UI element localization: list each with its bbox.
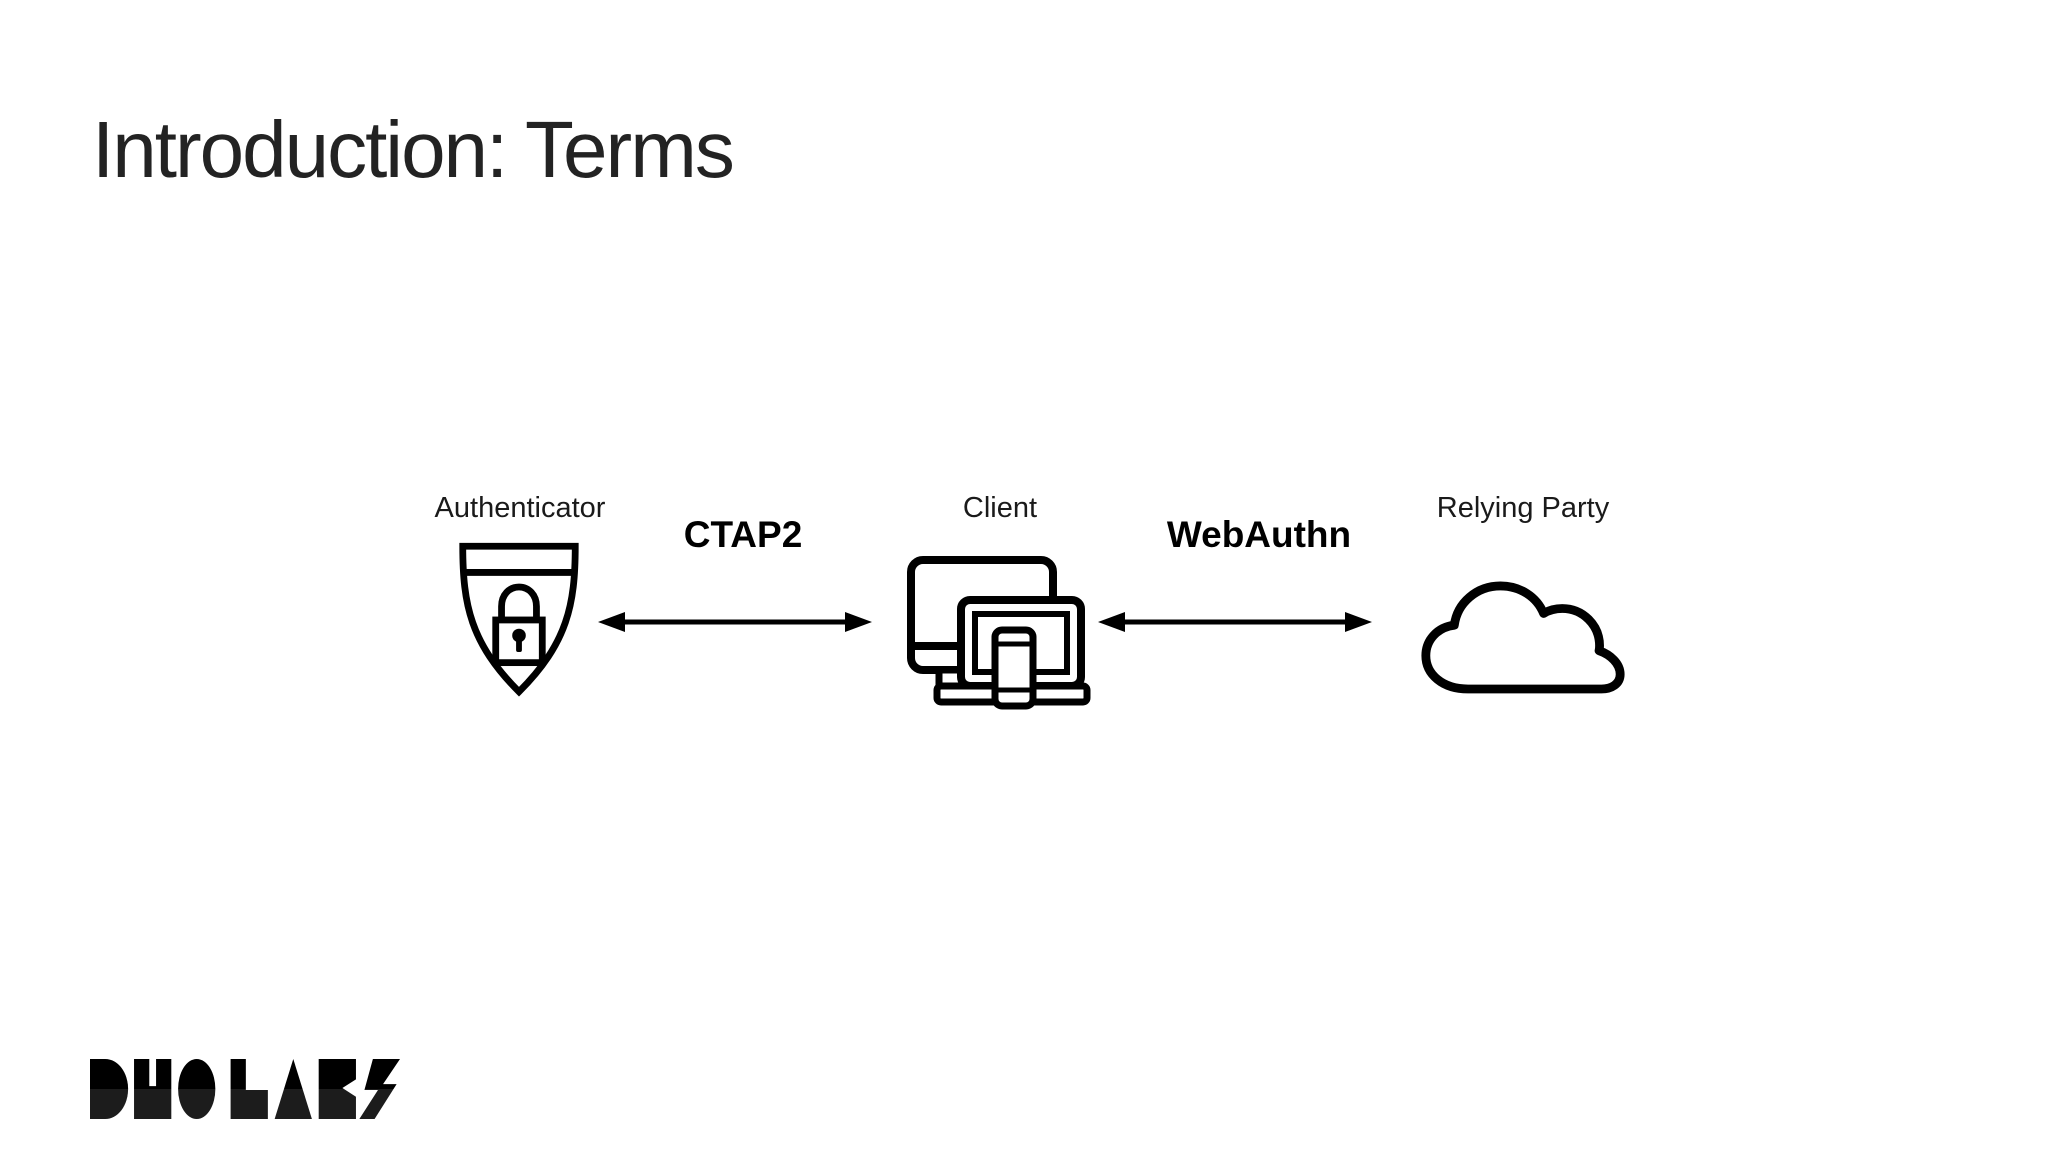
relying-party-label: Relying Party: [1436, 492, 1610, 524]
duo-labs-logo: DUO LABS: [90, 1058, 400, 1120]
cloud-icon: [1417, 568, 1629, 707]
webauthn-protocol-label: WebAuthn: [1166, 514, 1352, 555]
client-label: Client: [962, 492, 1038, 524]
ctap2-double-arrow-icon: [598, 610, 872, 639]
authenticator-label: Authenticator: [434, 492, 606, 524]
webauthn-double-arrow-icon: [1098, 610, 1372, 639]
page-title: Introduction: Terms: [92, 105, 735, 194]
shield-lock-icon: [455, 540, 583, 703]
ctap2-protocol-label: CTAP2: [683, 514, 803, 555]
devices-icon: [903, 554, 1095, 715]
